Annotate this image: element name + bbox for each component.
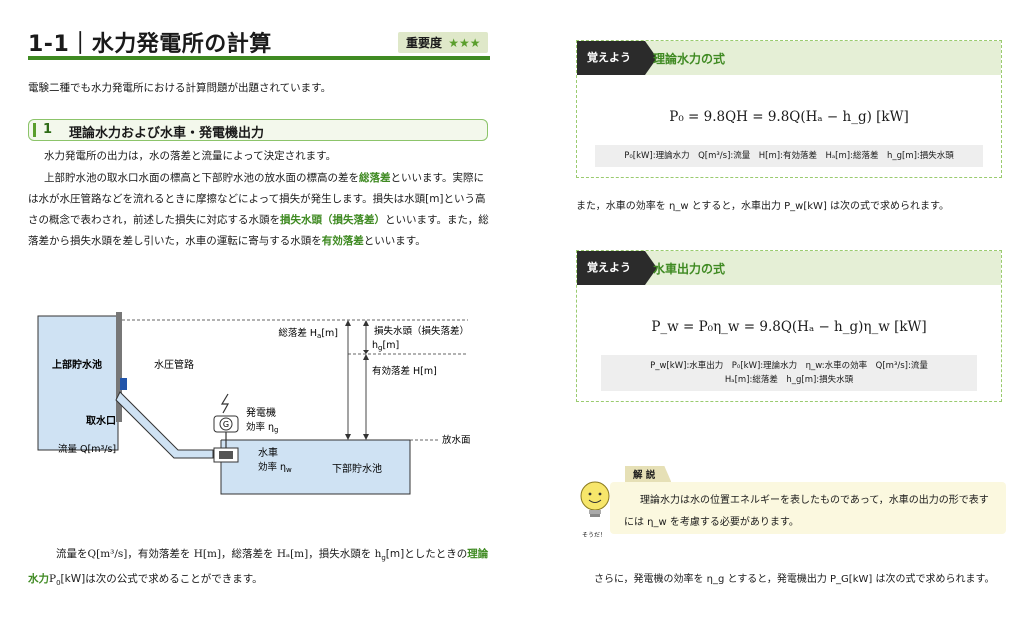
explanation-label: 解 説 [625, 466, 672, 482]
paragraph-1: 水力発電所の出力は，水の落差と流量によって決定されます。 [44, 150, 337, 162]
section-number: 1 [43, 122, 53, 137]
importance-badge: 重要度 ★★★ [398, 32, 489, 53]
turbine-eff-label: 効率 ηw [258, 461, 292, 474]
formula-box-theoretical: 覚えよう 理論水力の式 P₀ = 9.8QH = 9.8Q(Hₐ − h_g) … [576, 40, 1002, 178]
penstock-pipe [115, 391, 214, 459]
generator-label: 発電機 [246, 406, 276, 419]
dam-wall [116, 312, 122, 422]
effective-head-label: 有効落差 H[m] [372, 365, 437, 377]
equation-theoretical: P₀ = 9.8QH = 9.8Q(Hₐ − h_g) [kW] [669, 109, 909, 125]
remember-tag: 覚えよう [577, 41, 657, 75]
gross-head-label: 総落差 Ha[m] [278, 327, 338, 340]
upper-reservoir-label: 上部貯水池 [52, 358, 102, 371]
loss-h-label: hg[m] [372, 340, 399, 352]
generator-eff-label: 効率 ηg [246, 421, 279, 434]
equation-turbine: P_w = P₀η_w = 9.8Q(Hₐ − h_g)η_w [kW] [651, 319, 927, 335]
lightbulb-icon [580, 481, 610, 517]
paragraph-3: 流量をQ[m³/s]，有効落差を H[m]，総落差を Hₐ[m]，損失水頭を h… [28, 548, 489, 588]
lower-reservoir-label: 下部貯水池 [332, 462, 382, 475]
legend-turbine: P_w[kW]:水車出力 P₀[kW]:理論水力 η_w:水車の効率 Q[m³/… [601, 355, 977, 391]
importance-label: 重要度 [406, 36, 443, 50]
formula-box-turbine: 覚えよう 水車出力の式 P_w = P₀η_w = 9.8Q(Hₐ − h_g)… [576, 250, 1002, 402]
section-heading: 1 理論水力および水車・発電機出力 [28, 119, 488, 141]
flow-label: 流量 Q[m³/s] [58, 443, 116, 455]
tailwater-label: 放水面 [442, 434, 471, 446]
lightning-icon [220, 393, 230, 414]
box-title: 水車出力の式 [653, 262, 726, 276]
hydro-diagram: G 上部貯水池 水圧管路 取水口 流量 Q[m³/s] 発電機 効率 ηg 水車… [37, 312, 471, 495]
box-title: 理論水力の式 [653, 52, 726, 66]
legend-theoretical: P₀[kW]:理論水力 Q[m³/s]:流量 H[m]:有効落差 Hₐ[m]:総… [595, 145, 983, 167]
penstock-label: 水圧管路 [154, 358, 194, 371]
paragraph-2: 上部貯水池の取水口水面の標高と下部貯水池の放水面の標高の差を総落差といいます。実… [28, 168, 490, 252]
mid-text: また，水車の効率を η_w とすると，水車出力 P_w[kW] は次の式で求めら… [576, 201, 950, 212]
upper-reservoir-shape [37, 315, 119, 451]
loss-head-label: 損失水頭（損失落差） [374, 325, 469, 337]
generator-symbol: G [223, 420, 229, 429]
turbine-label: 水車 [258, 446, 278, 459]
title-rule [28, 56, 490, 60]
p2-c: といいます。また，総落差から損失水頭を差し引いた，水車の運転に寄与する水頭を [28, 214, 489, 247]
section-bar [33, 123, 36, 137]
kw-gross-head: 総落差 [359, 172, 391, 184]
mascot-caption: そうだ！ [582, 532, 607, 539]
explanation-text: 理論水力は水の位置エネルギーを表したものであって，水車の出力の形で表す には η… [624, 495, 989, 528]
p2-a: 上部貯水池の取水口水面の標高と下部貯水池の放水面の標高の差を [44, 172, 359, 184]
lower-reservoir-shape [220, 440, 411, 495]
explanation-box [610, 482, 1006, 534]
p2-d: といいます。 [363, 235, 426, 247]
p2-b: といいます。実際には水が水圧管路などを流れるときに摩擦などによって損失が発生しま… [28, 172, 486, 226]
star-icon: ★★★ [448, 36, 481, 50]
intake-label: 取水口 [86, 414, 116, 427]
kw-theoretical-power: 理論水力 [28, 548, 489, 586]
remember-tag: 覚えよう [577, 251, 657, 285]
section-title: 理論水力および水車・発電機出力 [69, 126, 265, 141]
kw-effective-head: 有効落差 [321, 235, 364, 247]
chapter-title: 1-1｜水力発電所の計算 [28, 32, 272, 57]
kw-loss-head: 損失水頭（損失落差） [280, 214, 385, 226]
intro-text: 電験二種でも水力発電所における計算問題が出題されています。 [28, 82, 332, 94]
intake-gate [120, 378, 127, 390]
bottom-text: さらに，発電機の効率を η_g とすると，発電機出力 P_G[kW] は次の式で… [594, 574, 995, 585]
